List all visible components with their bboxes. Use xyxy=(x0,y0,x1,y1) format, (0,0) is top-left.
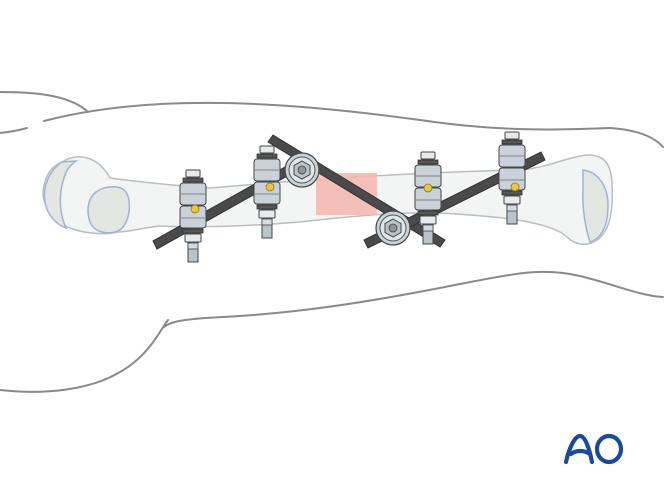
pin-clamp-3 xyxy=(414,151,442,245)
ao-logo: AO xyxy=(562,430,626,466)
pin-clamp-1 xyxy=(179,169,207,263)
pin-clamp-4 xyxy=(498,131,526,225)
ao-logo-a xyxy=(563,433,595,465)
tube-to-tube-clamp-2 xyxy=(375,210,411,246)
ao-logo-o xyxy=(594,433,624,465)
leg-outline xyxy=(0,91,664,393)
pin-clamp-2 xyxy=(253,145,281,239)
tube-to-tube-clamp-1 xyxy=(284,152,320,188)
